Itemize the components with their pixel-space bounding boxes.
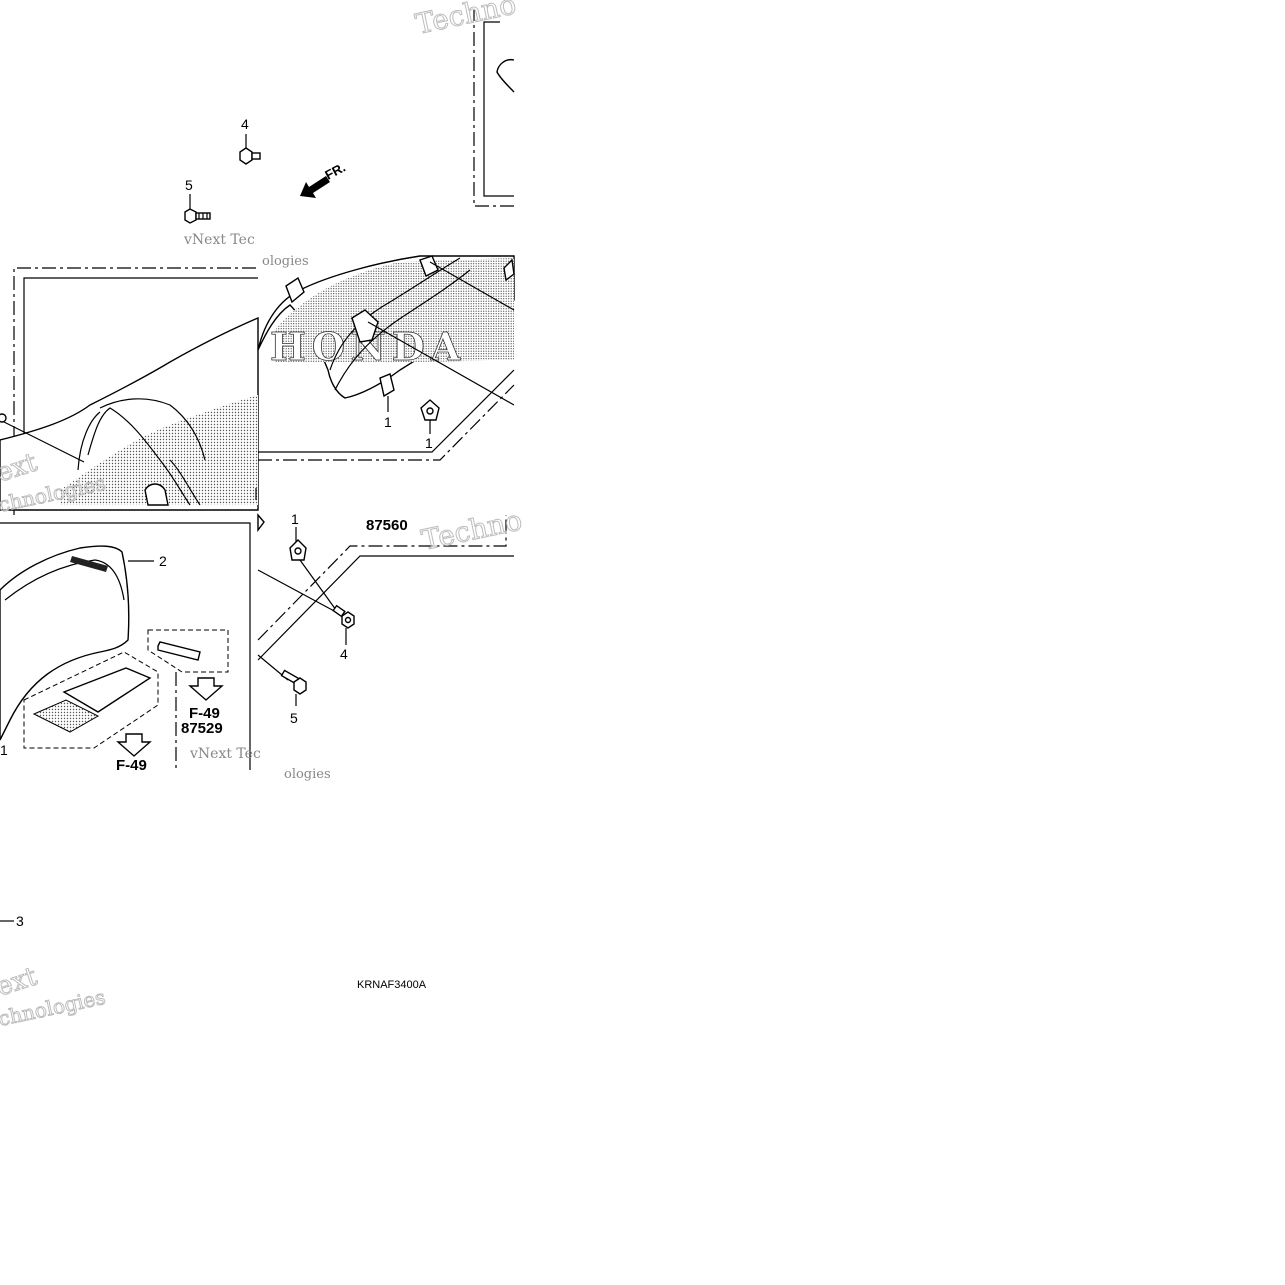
reference-f49-a: F-49 (189, 705, 220, 722)
rear-fender-center: HONDA (257, 255, 515, 461)
inset-frame-top-right (473, 10, 515, 207)
reference-87529: 87529 (181, 720, 223, 737)
reference-f49-b: F-49 (116, 757, 147, 774)
leader-bolt-4 (257, 569, 337, 613)
watermark-vnext-a: vNext Tec (183, 232, 255, 248)
callout-2: 2 (159, 553, 167, 569)
watermark-ext-b: ext (0, 961, 41, 1002)
nut-1-b (420, 399, 440, 434)
callout-4-bottom: 4 (340, 646, 348, 662)
nut-1-a (379, 373, 395, 412)
bracket-fragment (257, 513, 265, 533)
label-box-87529 (147, 629, 229, 701)
seat-panel-frame (0, 522, 251, 770)
label-box-f49 (23, 651, 159, 757)
bolt-5-top (184, 194, 211, 224)
front-direction-arrow-icon (300, 176, 330, 198)
bolt-4-top (239, 134, 261, 165)
watermark-group: Techno vNext Tec ologies ext chnologies … (0, 0, 525, 1031)
bolt-5-bottom (280, 669, 307, 706)
reference-87560: 87560 (366, 517, 408, 534)
callout-1-left: 1 (0, 742, 8, 758)
callout-3: 3 (16, 913, 24, 929)
seat (0, 545, 154, 741)
nut-1-c (289, 527, 337, 611)
callout-5-bottom: 5 (290, 710, 298, 726)
bolt-4-bottom (332, 604, 355, 645)
watermark-techno-top: Techno (413, 0, 519, 41)
callout-1-c: 1 (291, 511, 299, 527)
callout-4-top: 4 (241, 116, 249, 132)
side-cover-left (0, 316, 259, 511)
watermark-vnext-b: vNext Tec (189, 746, 261, 762)
watermark-ologies-b: ologies (284, 767, 331, 782)
watermark-ologies-a: ologies (262, 254, 309, 269)
callout-5-top: 5 (185, 177, 193, 193)
watermark-techno-mid: Techno (419, 503, 525, 556)
reference-frame-87560 (257, 515, 514, 661)
drawing-code: KRNAF3400A (357, 979, 427, 991)
callout-1-b: 1 (425, 435, 433, 451)
callout-1-a: 1 (384, 414, 392, 430)
